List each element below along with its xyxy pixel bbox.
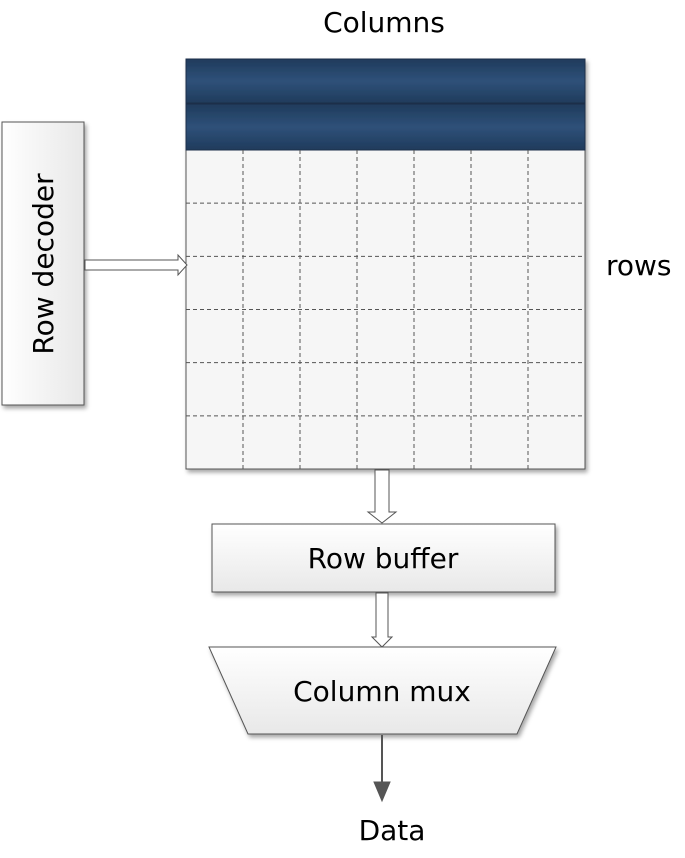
row-decoder-label: Row decoder [27,173,60,355]
data-label: Data [359,814,426,847]
row-decoder-box [1,121,85,406]
header-band-2 [185,103,586,151]
decoder-to-array-arrow [84,253,188,277]
header-band-1 [185,58,586,104]
rows-label: rows [606,249,672,282]
column-mux-shape [208,646,557,735]
row-buffer-box [211,523,556,593]
mux-to-data-arrow [373,735,391,803]
buffer-to-mux-arrow [370,592,394,648]
grid-lines [186,150,585,469]
columns-label: Columns [323,6,445,39]
column-mux-label: Column mux [293,675,471,708]
row-buffer-label: Row buffer [308,542,459,575]
memory-array [185,58,586,470]
array-to-buffer-arrow [366,469,398,524]
